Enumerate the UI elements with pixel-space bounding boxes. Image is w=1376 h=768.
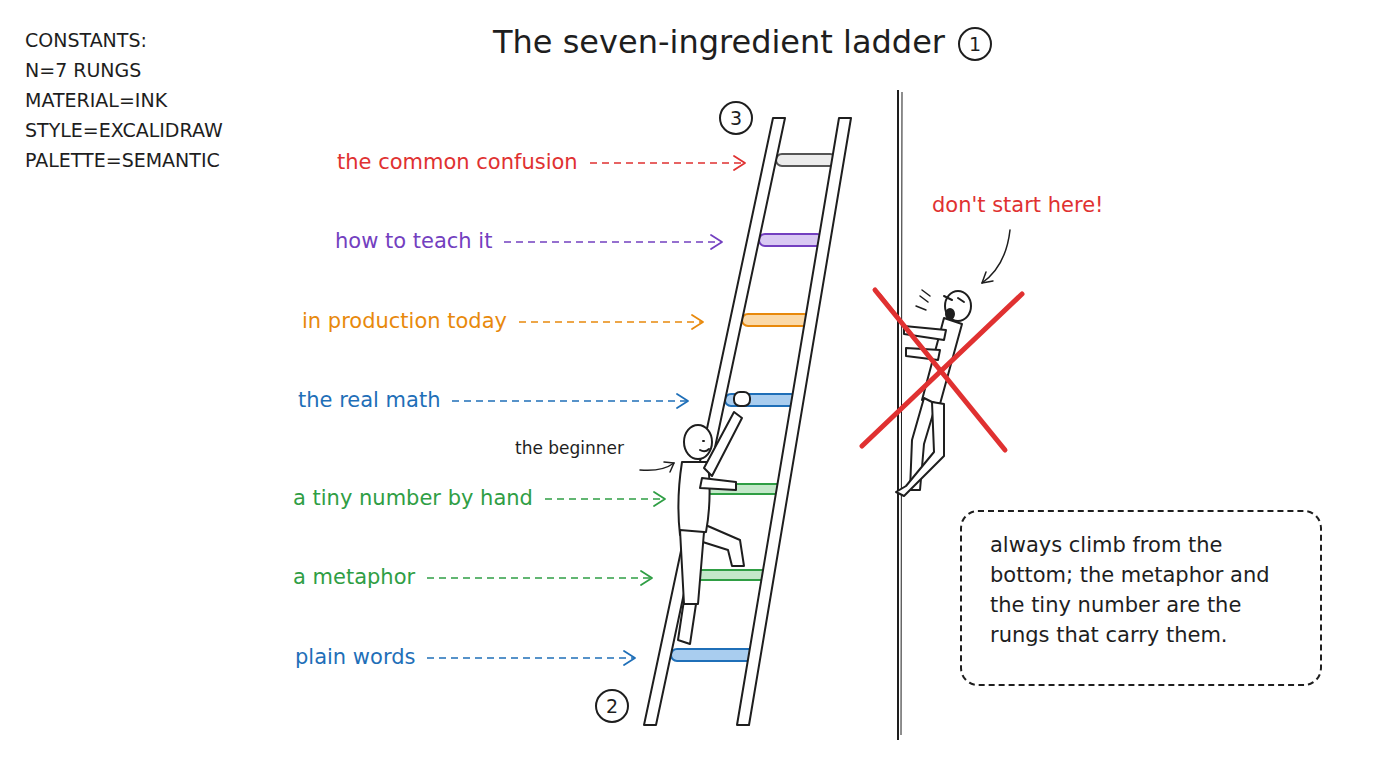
arrow-head	[734, 156, 745, 170]
arrow-head	[624, 651, 635, 665]
callout-circle: 3	[719, 101, 753, 135]
leader-arrow	[545, 498, 665, 500]
constants-note: CONSTANTS:	[25, 29, 147, 52]
figure-label: the beginner	[515, 438, 624, 458]
leader-arrow	[519, 321, 703, 323]
warning-label: don't start here!	[932, 193, 1104, 218]
callout-number: 2	[606, 697, 618, 716]
arrow-head	[641, 571, 652, 585]
rung-label: the real math	[298, 388, 440, 413]
rung	[671, 649, 755, 661]
title: The seven-ingredient ladder	[493, 23, 945, 61]
rung	[759, 234, 823, 246]
leader-arrow	[427, 657, 635, 659]
callout-number: 1	[969, 35, 981, 54]
arrow-head	[711, 235, 722, 249]
ladder-rail	[737, 118, 851, 725]
note-box: always climb from the bottom; the metaph…	[960, 510, 1322, 686]
leader-arrow	[452, 400, 688, 402]
leader-arrow	[427, 577, 652, 579]
rung-label: the common confusion	[337, 150, 578, 175]
rung-label: a tiny number by hand	[293, 486, 533, 511]
constants-note: MATERIAL=INK	[25, 89, 167, 112]
leader-arrow	[640, 230, 1010, 472]
leader-arrow	[504, 241, 722, 243]
callout-number: 3	[730, 109, 742, 128]
cross-mark	[862, 290, 1022, 450]
constants-note: N=7 RUNGS	[25, 59, 141, 82]
rung-label: how to teach it	[335, 229, 492, 254]
callout-circle: 1	[958, 27, 992, 61]
leader-arrow	[590, 162, 745, 164]
note-text: always climb from the bottom; the metaph…	[990, 530, 1300, 650]
wall-line	[901, 92, 902, 735]
arrow-head	[677, 394, 688, 408]
rung	[776, 154, 836, 166]
rung-label: plain words	[295, 645, 415, 670]
rung-label: a metaphor	[293, 565, 415, 590]
rung-label: in production today	[302, 309, 507, 334]
callout-circle: 2	[595, 689, 629, 723]
arrow-head	[654, 492, 665, 506]
constants-note: PALETTE=SEMANTIC	[25, 149, 220, 172]
arrow-head	[692, 315, 703, 329]
constants-note: STYLE=EXCALIDRAW	[25, 119, 223, 142]
beginner-figure	[678, 392, 750, 644]
rung	[742, 314, 810, 326]
